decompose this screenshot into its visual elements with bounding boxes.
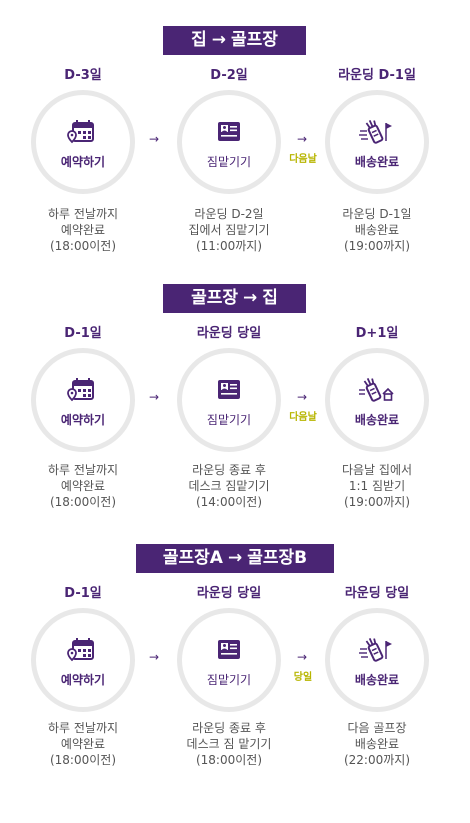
desc-line: 라운딩 D-1일 [342, 207, 412, 221]
connector-arrow-icon: → [297, 132, 308, 146]
step-description: 라운딩 종료 후 데스크 짐 맡기기 (18:00이전) [154, 720, 304, 768]
desc-line: (22:00까지) [343, 753, 411, 767]
step-label: 예약하기 [60, 673, 106, 687]
step-description: 하루 전날까지 예약완료 (18:00이전) [8, 206, 158, 254]
day-label: D-1일 [64, 326, 102, 341]
step-label: 배송완료 [354, 413, 400, 427]
desc-line: 라운딩 D-2일 [194, 207, 264, 221]
day-label: D-1일 [64, 586, 102, 601]
desc-line: 라운딩 종료 후 [192, 721, 266, 735]
desc-line: 예약완료 [60, 479, 106, 493]
calendar-location-icon [67, 119, 94, 143]
desc-line: 라운딩 종료 후 [192, 463, 266, 477]
id-card-icon [218, 640, 240, 659]
day-label: 라운딩 당일 [196, 326, 262, 341]
step-circle-reserve: 예약하기 [31, 90, 135, 194]
desc-line: (19:00까지) [343, 495, 411, 509]
connector-arrow-icon: → [149, 390, 160, 404]
desc-line: (18:00이전) [49, 753, 117, 767]
title-from: 골프장A [162, 548, 223, 568]
desc-line: 예약완료 [60, 223, 106, 237]
step-circle-delivered: 배송완료 [325, 608, 429, 712]
step-label: 배송완료 [354, 155, 400, 169]
step-circle-dropoff: 짐맡기기 [177, 608, 281, 712]
connector-text: 다음날 [289, 154, 317, 165]
title-to: 집 [262, 288, 278, 308]
step-label: 짐맡기기 [206, 413, 252, 427]
step-label: 예약하기 [60, 155, 106, 169]
desc-line: 배송완료 [354, 737, 400, 751]
day-label: D-2일 [210, 68, 248, 83]
step-description: 하루 전날까지 예약완료 (18:00이전) [8, 720, 158, 768]
title-from: 집 [191, 30, 207, 50]
connector-text: 당일 [293, 672, 313, 683]
calendar-location-icon [67, 637, 94, 661]
golf-bag-icon [359, 637, 393, 663]
desc-line: 하루 전날까지 [47, 207, 119, 221]
step-circle-delivered: 배송완료 [325, 348, 429, 452]
desc-line: (11:00까지) [195, 239, 263, 253]
desc-line: 하루 전날까지 [47, 463, 119, 477]
step-circle-reserve: 예약하기 [31, 608, 135, 712]
title-to: 골프장 [230, 30, 278, 50]
desc-line: 배송완료 [354, 223, 400, 237]
step-circle-dropoff: 짐맡기기 [177, 90, 281, 194]
desc-line: 다음날 집에서 [341, 463, 413, 477]
desc-line: 데스크 짐 맡기기 [186, 737, 272, 751]
golf-bag-home-icon [359, 377, 394, 403]
day-label: D-3일 [64, 68, 102, 83]
desc-line: 1:1 짐받기 [348, 479, 406, 493]
arrow-icon: → [211, 30, 226, 50]
step-description: 라운딩 D-1일 배송완료 (19:00까지) [302, 206, 452, 254]
step-description: 다음 골프장 배송완료 (22:00까지) [302, 720, 452, 768]
desc-line: (18:00이전) [49, 495, 117, 509]
connector-arrow-icon: → [149, 650, 160, 664]
step-description: 라운딩 D-2일 집에서 짐맡기기 (11:00까지) [154, 206, 304, 254]
section-title: 골프장A→골프장B [136, 544, 334, 573]
desc-line: 예약완료 [60, 737, 106, 751]
day-label: 라운딩 당일 [344, 586, 410, 601]
connector-arrow-icon: → [297, 650, 308, 664]
desc-line: 다음 골프장 [347, 721, 407, 735]
step-circle-reserve: 예약하기 [31, 348, 135, 452]
desc-line: (18:00이전) [195, 753, 263, 767]
step-label: 짐맡기기 [206, 673, 252, 687]
desc-line: 하루 전날까지 [47, 721, 119, 735]
day-label: 라운딩 당일 [196, 586, 262, 601]
id-card-icon [218, 380, 240, 399]
day-label: D+1일 [355, 326, 399, 341]
section-title: 집→골프장 [163, 26, 306, 55]
desc-line: (14:00이전) [195, 495, 263, 509]
connector-arrow-icon: → [149, 132, 160, 146]
step-description: 라운딩 종료 후 데스크 짐맡기기 (14:00이전) [154, 462, 304, 510]
title-to: 골프장B [247, 548, 308, 568]
title-from: 골프장 [191, 288, 239, 308]
connector-arrow-icon: → [297, 390, 308, 404]
desc-line: (19:00까지) [343, 239, 411, 253]
golf-bag-icon [359, 119, 393, 145]
step-description: 하루 전날까지 예약완료 (18:00이전) [8, 462, 158, 510]
desc-line: 데스크 짐맡기기 [188, 479, 270, 493]
arrow-icon: → [227, 548, 243, 568]
id-card-icon [218, 122, 240, 141]
desc-line: (18:00이전) [49, 239, 117, 253]
day-label: 라운딩 D-1일 [338, 68, 416, 83]
section-title: 골프장→집 [163, 284, 306, 313]
calendar-location-icon [67, 377, 94, 401]
arrow-icon: → [243, 288, 258, 308]
step-label: 예약하기 [60, 413, 106, 427]
step-circle-dropoff: 짐맡기기 [177, 348, 281, 452]
step-label: 짐맡기기 [206, 155, 252, 169]
step-description: 다음날 집에서 1:1 짐받기 (19:00까지) [302, 462, 452, 510]
connector-text: 다음날 [289, 412, 317, 423]
desc-line: 집에서 짐맡기기 [188, 223, 270, 237]
step-circle-delivered: 배송완료 [325, 90, 429, 194]
step-label: 배송완료 [354, 673, 400, 687]
